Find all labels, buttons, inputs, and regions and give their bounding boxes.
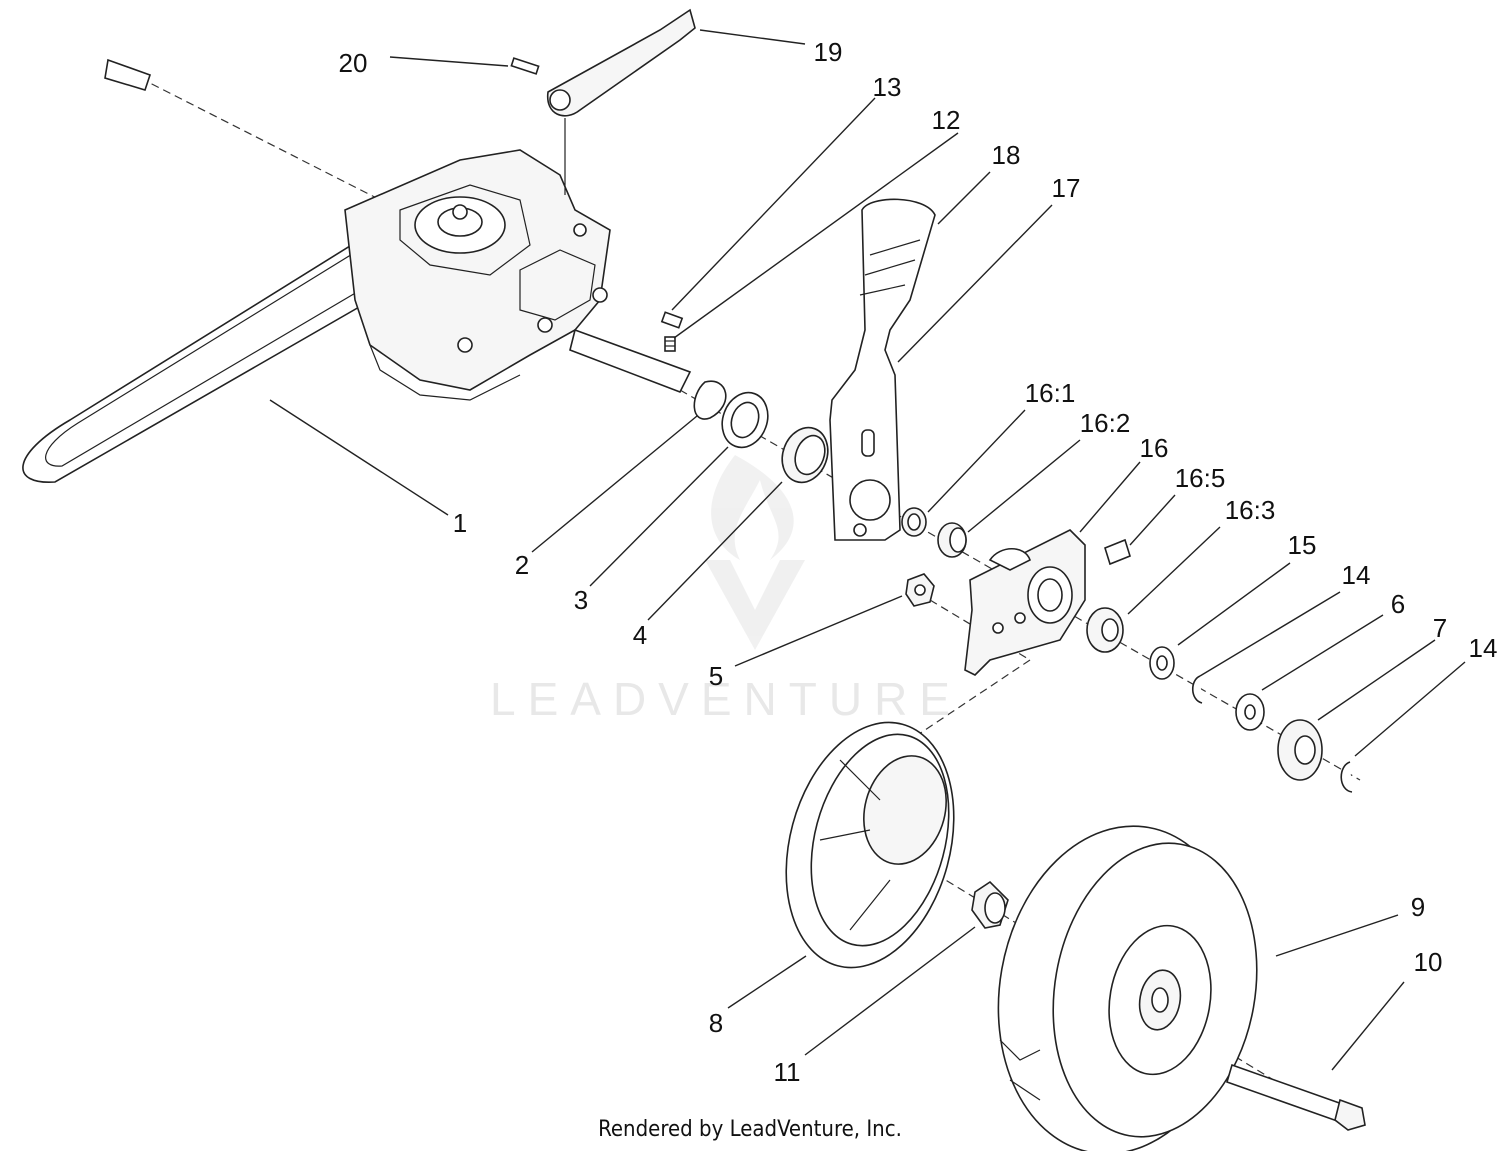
gear-stack: [1149, 646, 1353, 793]
pin: [510, 57, 540, 75]
transmission: [344, 149, 611, 401]
shift-lever: [547, 8, 696, 195]
spacer: [971, 880, 1009, 929]
callout-4: 4: [632, 620, 648, 650]
callout-13: 13: [872, 72, 902, 102]
callout-17: 17: [1051, 173, 1081, 203]
callout-16-1: 16:1: [1024, 378, 1076, 408]
watermark-logo: [705, 455, 805, 650]
callout-20: 20: [338, 48, 368, 78]
callout-18: 18: [991, 140, 1021, 170]
callout-9: 9: [1410, 892, 1426, 922]
callout-15: 15: [1287, 530, 1317, 560]
wheel-cover: [785, 721, 955, 969]
axle-shaft: [104, 58, 692, 394]
callout-11: 11: [773, 1057, 801, 1087]
bolt: [1226, 1063, 1366, 1131]
drive-belt: [22, 216, 422, 483]
nut: [905, 573, 935, 607]
callout-8: 8: [708, 1008, 724, 1038]
callout-16-5: 16:5: [1174, 463, 1226, 493]
wheel: [997, 825, 1258, 1151]
render-credit: Rendered by LeadVenture, Inc.: [598, 1117, 902, 1142]
callout-2: 2: [514, 550, 530, 580]
callout-12: 12: [931, 105, 961, 135]
watermark-text: LEADVENTURE: [490, 673, 962, 725]
leader-lines: [269, 29, 1466, 1071]
callout-3: 3: [573, 585, 589, 615]
key-and-spring: [660, 311, 684, 352]
callout-16-3: 16:3: [1224, 495, 1276, 525]
callout-5: 5: [708, 661, 724, 691]
callout-7: 7: [1432, 613, 1448, 643]
height-adjust-plate: [829, 198, 936, 541]
callout-16-2: 16:2: [1079, 408, 1131, 438]
callout-10: 10: [1413, 947, 1443, 977]
callout-6: 6: [1390, 589, 1406, 619]
callout-16: 16: [1139, 433, 1169, 463]
bracket-subparts: [901, 507, 1131, 653]
wheel-bracket: [964, 529, 1086, 676]
retaining-ring: [693, 380, 727, 420]
callout-14-upper: 14: [1341, 560, 1371, 590]
callout-1: 1: [452, 508, 468, 538]
washer: [721, 391, 769, 449]
callout-14-lower: 14: [1468, 633, 1498, 663]
callout-19: 19: [813, 37, 843, 67]
bushing: [781, 426, 829, 484]
